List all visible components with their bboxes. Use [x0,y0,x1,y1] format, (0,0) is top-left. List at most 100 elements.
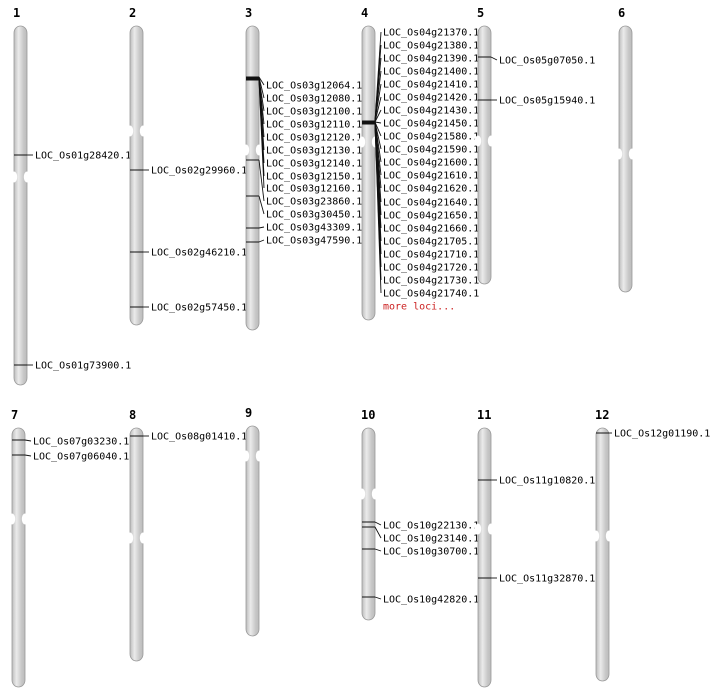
locus-leader-line [374,596,382,600]
locus-label[interactable]: LOC_Os04g21580.1 [383,132,479,143]
locus-label[interactable]: LOC_Os03g12120.1 [266,133,362,144]
locus-label[interactable]: LOC_Os03g12064.1 [266,81,362,92]
chromosome-2: 2LOC_Os02g29960.1LOC_Os02g46210.1LOC_Os0… [126,6,247,326]
centromere-notch [10,171,18,183]
chromosome-body[interactable] [129,427,144,662]
locus-label[interactable]: LOC_Os04g21380.1 [383,41,479,52]
locus-leader-line [490,56,498,61]
chromosome-number: 7 [11,408,18,422]
chromosome-body[interactable] [361,427,376,621]
chromosome-number: 3 [245,6,252,20]
locus-label[interactable]: LOC_Os04g21705.1 [383,237,479,248]
locus-label[interactable]: LOC_Os03g47590.1 [266,236,362,247]
locus-label[interactable]: LOC_Os10g30700.1 [383,547,479,558]
chromosome-body[interactable] [477,427,492,688]
locus-label[interactable]: LOC_Os04g21620.1 [383,184,479,195]
locus-label[interactable]: LOC_Os03g12140.1 [266,159,362,170]
locus-label[interactable]: LOC_Os03g12150.1 [266,172,362,183]
centromere-notch [615,148,623,160]
centromere-notch [474,523,482,535]
chromosome-10: 10LOC_Os10g22130.1LOC_Os10g23140.1LOC_Os… [358,408,479,621]
locus-label[interactable]: LOC_Os01g28420.1 [35,151,131,162]
locus-label[interactable]: LOC_Os04g21610.1 [383,171,479,182]
locus-label[interactable]: LOC_Os04g21600.1 [383,158,479,169]
locus-label[interactable]: LOC_Os07g03230.1 [33,437,129,448]
chromosome-body[interactable] [361,25,376,321]
chromosome-body[interactable] [595,427,610,682]
locus-label[interactable]: LOC_Os10g23140.1 [383,534,479,545]
centromere-notch [8,513,16,525]
centromere-notch [371,488,379,500]
locus-label[interactable]: LOC_Os05g15940.1 [499,96,595,107]
locus-label[interactable]: LOC_Os02g46210.1 [151,248,247,259]
locus-label[interactable]: LOC_Os05g07050.1 [499,56,595,67]
locus-label[interactable]: LOC_Os04g21720.1 [383,263,479,274]
locus-label[interactable]: LOC_Os04g21400.1 [383,67,479,78]
centromere-notch [487,135,495,147]
locus-leader-line [258,79,265,189]
locus-label[interactable]: LOC_Os04g21430.1 [383,106,479,117]
locus-label[interactable]: LOC_Os04g21740.1 [383,289,479,300]
locus-label[interactable]: LOC_Os11g32870.1 [499,574,595,585]
locus-label[interactable]: LOC_Os02g29960.1 [151,166,247,177]
centromere-notch [139,532,147,544]
locus-label[interactable]: LOC_Os04g21370.1 [383,28,479,39]
centromere-notch [592,530,600,542]
centromere-notch [139,125,147,137]
locus-leader-line [374,521,382,526]
locus-leader-line [374,109,382,123]
chromosome-body[interactable] [11,427,26,688]
locus-label[interactable]: LOC_Os03g43309.1 [266,223,362,234]
locus-label[interactable]: LOC_Os08g01410.1 [151,432,247,443]
locus-leader-line [258,159,265,202]
locus-label[interactable]: LOC_Os04g21640.1 [383,198,479,209]
locus-label[interactable]: LOC_Os01g73900.1 [35,361,131,372]
locus-label[interactable]: LOC_Os04g21450.1 [383,119,479,130]
locus-leader-line [374,121,382,137]
centromere-notch [126,532,134,544]
locus-label[interactable]: LOC_Os11g10820.1 [499,476,595,487]
chromosome-body[interactable] [129,25,144,326]
centromere-notch [242,144,250,156]
locus-label[interactable]: LOC_Os04g21660.1 [383,224,479,235]
locus-label[interactable]: LOC_Os03g12110.1 [266,120,362,131]
chromosome-body[interactable] [477,25,492,285]
locus-label[interactable]: LOC_Os04g21710.1 [383,250,479,261]
chromosome-body[interactable] [618,25,633,293]
locus-label[interactable]: LOC_Os12g01190.1 [614,429,710,440]
chromosome-body[interactable] [245,25,260,331]
locus-leader-line [258,76,265,86]
locus-label[interactable]: LOC_Os04g21590.1 [383,145,479,156]
locus-label[interactable]: LOC_Os04g21650.1 [383,211,479,222]
centromere-notch [23,171,31,183]
locus-leader-line [374,548,382,552]
locus-label[interactable]: LOC_Os03g12130.1 [266,146,362,157]
chromosome-9: 9 [242,406,263,637]
locus-label[interactable]: LOC_Os03g23860.1 [266,197,362,208]
locus-label[interactable]: LOC_Os02g57450.1 [151,303,247,314]
chromosome-number: 2 [129,6,136,20]
locus-label[interactable]: LOC_Os10g22130.1 [383,521,479,532]
locus-label[interactable]: LOC_Os10g42820.1 [383,595,479,606]
locus-label[interactable]: LOC_Os04g21390.1 [383,54,479,65]
centromere-notch [242,450,250,462]
locus-label[interactable]: LOC_Os04g21420.1 [383,93,479,104]
chromosome-body[interactable] [245,425,260,637]
centromere-notch [605,530,613,542]
locus-label[interactable]: LOC_Os03g30450.1 [266,210,362,221]
centromere-notch [126,125,134,137]
locus-label[interactable]: LOC_Os03g12100.1 [266,107,362,118]
locus-label[interactable]: LOC_Os03g12080.1 [266,94,362,105]
centromere-notch [474,135,482,147]
locus-label[interactable]: LOC_Os04g21730.1 [383,276,479,287]
locus-leader-line [374,526,382,539]
chromosome-body[interactable] [13,25,28,386]
locus-label[interactable]: LOC_Os03g12160.1 [266,184,362,195]
locus-label[interactable]: LOC_Os04g21410.1 [383,80,479,91]
chromosome-6: 6 [615,6,636,293]
locus-label[interactable]: LOC_Os07g06040.1 [33,452,129,463]
more-loci-link[interactable]: more loci... [383,302,455,313]
